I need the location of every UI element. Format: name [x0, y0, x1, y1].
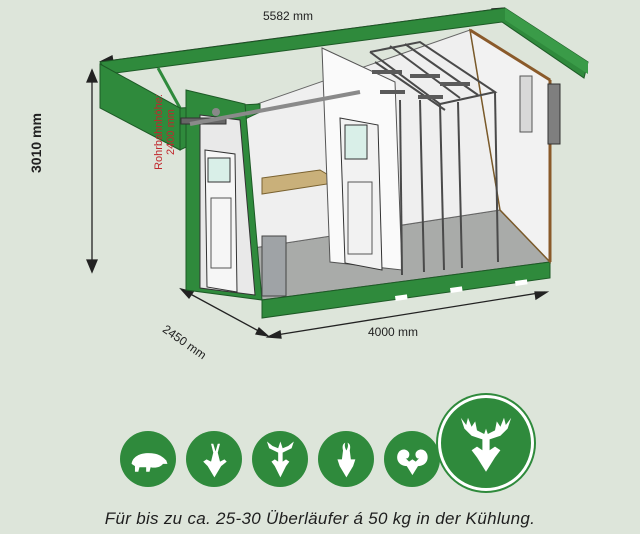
sink — [261, 235, 287, 297]
rail-height-title: Rohrbahnhöhe: — [153, 94, 165, 170]
game-animal-icons — [120, 393, 534, 493]
rail-height-label: Rohrbahnhöhe: 2400 mm — [153, 67, 177, 197]
length-dimension-label: 4000 mm — [368, 325, 419, 339]
middle-door-panel — [347, 181, 373, 255]
depth-dimension-line — [179, 287, 271, 338]
width-dimension-label: 5582 mm — [263, 9, 314, 23]
floor-frame — [261, 261, 551, 319]
rail-system — [369, 40, 499, 276]
floor-vent — [450, 286, 463, 293]
caption: Für bis zu ca. 25-30 Überläufer á 50 kg … — [104, 509, 536, 528]
overhead-rail — [189, 90, 361, 126]
cooling-unit — [547, 83, 561, 145]
roe-deer-icon — [186, 431, 242, 487]
length-dimension-line — [265, 291, 550, 339]
mouflon-icon — [384, 431, 440, 487]
side-window — [519, 75, 533, 133]
front-door-panel — [210, 197, 232, 269]
middle-door-window — [344, 124, 368, 160]
chamois-icon — [318, 431, 374, 487]
red-deer-icon — [438, 395, 534, 491]
rail-height-value: 2400 mm — [165, 109, 177, 155]
front-door — [204, 149, 238, 293]
floor-vent — [515, 279, 528, 286]
height-dimension-label: 3010 mm — [28, 113, 44, 173]
rail-hooks — [372, 70, 470, 99]
roof-right-edge — [505, 8, 588, 74]
height-dimension-line — [86, 68, 98, 274]
wild-boar-icon — [120, 431, 176, 487]
front-door-window — [207, 157, 231, 183]
floor-vent — [395, 294, 408, 301]
fallow-deer-icon — [252, 431, 308, 487]
